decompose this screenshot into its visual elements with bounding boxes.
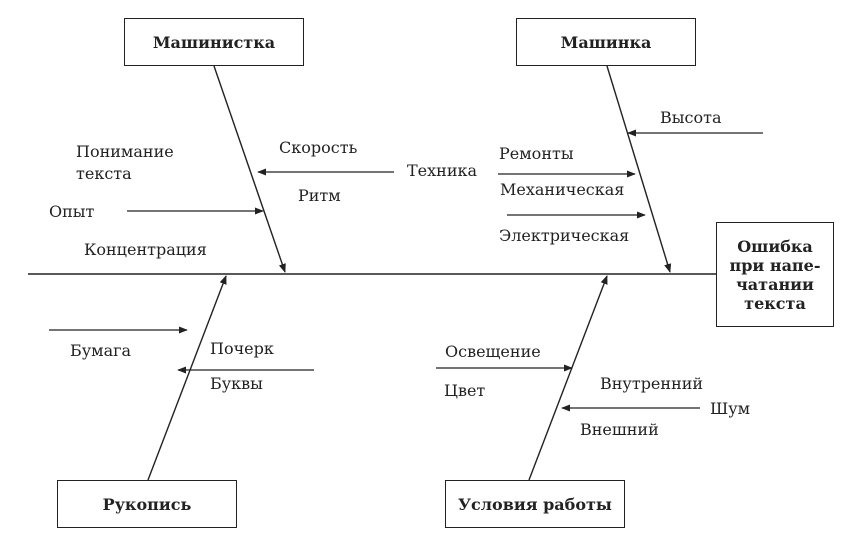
effect-line-2: при напе- xyxy=(729,255,821,275)
bone-typist xyxy=(213,65,286,273)
bone-conditions xyxy=(528,275,608,481)
cause-experience: Опыт xyxy=(49,202,95,221)
cause-electrical: Электрическая xyxy=(499,226,630,245)
category-manuscript: Рукопись xyxy=(57,480,237,528)
cause-speed: Скорость xyxy=(279,138,358,157)
category-typist: Машинистка xyxy=(124,18,304,66)
cause-lighting: Освещение xyxy=(445,342,541,361)
cause-letters: Буквы xyxy=(210,374,263,393)
cause-noise: Шум xyxy=(710,399,751,418)
category-machine: Машинка xyxy=(516,18,696,66)
cause-handwriting: Почерк xyxy=(210,339,274,358)
cause-understanding-line1: Понимание xyxy=(76,142,174,161)
cause-concentration: Концентрация xyxy=(84,240,207,259)
cause-internal: Внутренний xyxy=(600,374,704,393)
bone-manuscript xyxy=(147,275,227,481)
effect-box: Ошибка при напе- чатании текста xyxy=(716,222,834,327)
bone-machine xyxy=(606,65,672,273)
effect-line-4: текста xyxy=(744,293,806,313)
cause-mechanical: Механическая xyxy=(500,180,625,199)
cause-technique: Техника xyxy=(407,161,478,180)
effect-line-3: чатании xyxy=(736,274,814,294)
cause-color: Цвет xyxy=(444,381,486,400)
cause-external: Внешний xyxy=(580,420,659,439)
cause-paper: Бумага xyxy=(70,341,132,360)
category-conditions: Условия работы xyxy=(445,480,625,528)
cause-rhythm: Ритм xyxy=(298,186,341,205)
cause-repairs: Ремонты xyxy=(499,144,574,163)
cause-height: Высота xyxy=(660,108,722,127)
cause-understanding-line2: текста xyxy=(76,164,132,183)
effect-line-1: Ошибка xyxy=(737,236,813,256)
